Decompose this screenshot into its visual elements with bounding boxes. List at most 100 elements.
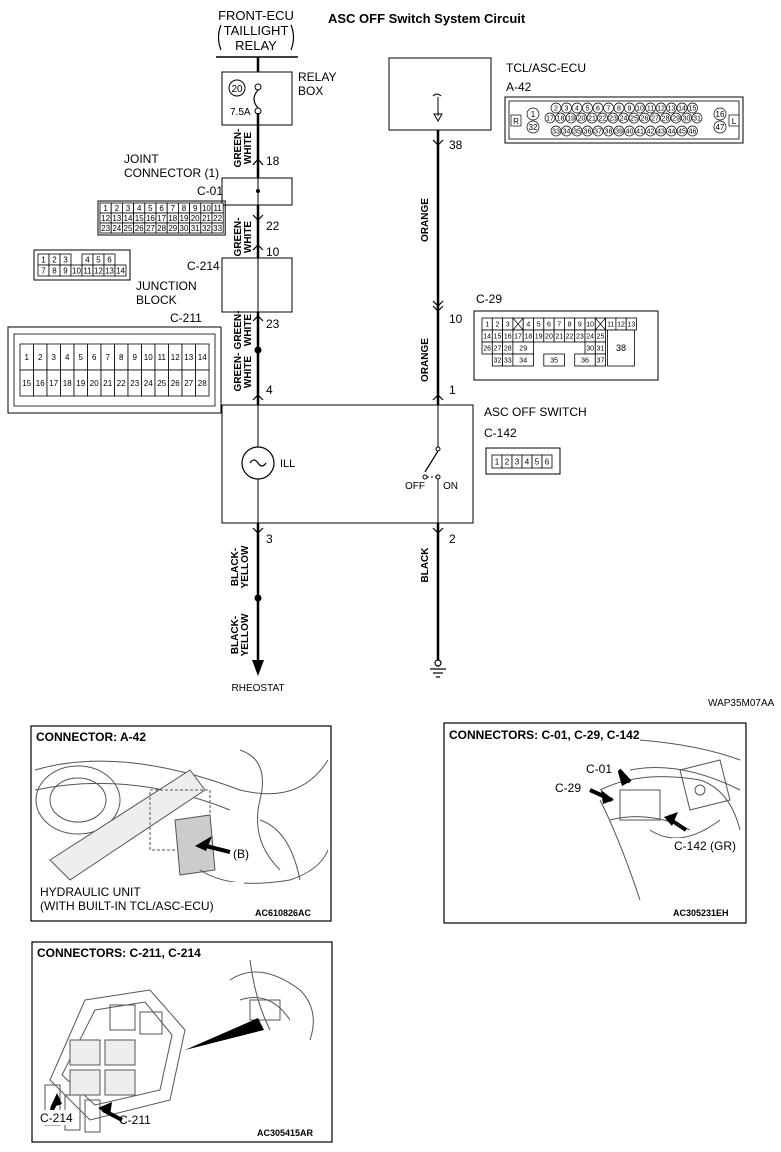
c01-pin-label: 15	[135, 214, 144, 223]
fuse-icon	[253, 89, 259, 109]
joint-connector-label-2: CONNECTOR (1)	[124, 166, 219, 180]
c211-photo-label: C-211	[119, 1113, 151, 1127]
c01-pin-label: 8	[182, 204, 187, 213]
wire-label-gw-2a: GREEN-	[233, 218, 244, 257]
c29-pin-label: 28	[504, 346, 512, 353]
c214-pin-label: 6	[107, 255, 112, 264]
wire-label-by-2b: YELLOW	[240, 613, 251, 656]
off-label: OFF	[405, 481, 425, 492]
c29-pin-label: 6	[547, 322, 551, 329]
c211-pin-label: 3	[52, 353, 57, 362]
c214-pin-label: 4	[85, 255, 90, 264]
connector-cell	[607, 329, 635, 367]
c01-pin-label: 3	[126, 204, 131, 213]
c29-pin-label: 18	[524, 334, 532, 341]
a42-label: A-42	[506, 80, 532, 94]
wire-label-gw-3b: WHITE	[243, 314, 254, 347]
a42-photo-sketch	[34, 749, 329, 884]
pin-10-left: 10	[266, 245, 280, 259]
c211-pin-label: 21	[103, 379, 112, 388]
c142-pin-label: 6	[545, 457, 550, 466]
c214-pin-label: 3	[63, 255, 68, 264]
c29-pin-label: 12	[617, 322, 625, 329]
c29-pin-label: 13	[627, 322, 635, 329]
c211-pin-label: 7	[106, 353, 111, 362]
c211-pin-label: 8	[119, 353, 124, 362]
c29-pin-label: 5	[537, 322, 541, 329]
a42-pin-label: 25	[630, 116, 638, 123]
wire-label-gw-1a: GREEN-	[233, 129, 244, 168]
ground-icon	[430, 659, 446, 678]
c214-pin-label: 2	[52, 255, 57, 264]
a42-pin-label: 13	[668, 106, 676, 113]
c214-pin-label: 13	[105, 266, 114, 275]
c211-pin-label: 16	[36, 379, 45, 388]
a42-pin-label: 38	[605, 129, 613, 136]
c211-photo-sketch	[44, 959, 314, 1133]
c211-pin-label: 4	[65, 353, 70, 362]
junction-block-label-1: JUNCTION	[136, 279, 197, 293]
c211-pin-label: 5	[79, 353, 84, 362]
c01-pin-label: 4	[137, 204, 142, 213]
wire-label-gw-2b: WHITE	[243, 221, 254, 254]
right-wire-labels: ORANGE ORANGE BLACK	[420, 198, 431, 583]
c211-pin-label: 14	[198, 353, 207, 362]
a42-pin-label: 22	[599, 116, 607, 123]
fuse-rating: 7.5A	[230, 107, 251, 118]
a42-pin-label: 28	[662, 116, 670, 123]
c29-pin-label: 10	[586, 322, 594, 329]
c211-pin-label: 17	[49, 379, 58, 388]
c01-pin-label: 11	[213, 204, 222, 213]
c29-pin-label: 35	[550, 358, 558, 365]
right-connector-marks	[432, 139, 444, 534]
c01-photo-title: CONNECTORS: C-01, C-29, C-142	[449, 728, 640, 742]
a42-pin-label: 23	[609, 116, 617, 123]
pin-2: 2	[449, 532, 456, 546]
c142-label: C-142	[484, 426, 517, 440]
c214-pin-label: 9	[63, 266, 68, 275]
c211-pin-label: 9	[133, 353, 138, 362]
connector-cell	[114, 264, 127, 277]
c01-pin-label: 21	[202, 214, 211, 223]
c211-pin-label: 12	[171, 353, 180, 362]
c01-pin-label: 13	[112, 214, 121, 223]
diagram-title: ASC OFF Switch System Circuit	[328, 11, 526, 26]
c29-pin-label: 30	[586, 346, 594, 353]
c29-pin-label: 4	[526, 322, 530, 329]
c142-pin-label: 2	[505, 457, 510, 466]
c01-pin-label: 12	[101, 214, 110, 223]
wire-label-black: BLACK	[420, 547, 431, 583]
pin-10-right: 10	[449, 312, 463, 326]
c01-pin-label: 6	[159, 204, 164, 213]
c214-photo-label: C-214	[40, 1111, 73, 1125]
a42-pin-label: 43	[657, 129, 665, 136]
a42-pin-label: 24	[620, 116, 628, 123]
c01-pin-label: 20	[191, 214, 200, 223]
c29-pin-label: 16	[504, 334, 512, 341]
c01-pin-label: 10	[202, 204, 211, 213]
c29-pin-label: 9	[578, 322, 582, 329]
c29-pin-label: 25	[597, 334, 605, 341]
a42-pin-label: 40	[626, 129, 634, 136]
c01-pin-label: 9	[193, 204, 198, 213]
c211-pin-label: 6	[92, 353, 97, 362]
c29-pin-label: 26	[483, 346, 491, 353]
c142-pin-label: 4	[525, 457, 530, 466]
c29-pin-label: 32	[494, 358, 502, 365]
c29-pin-label: 27	[494, 346, 502, 353]
a42-pin-label: 7	[607, 106, 611, 113]
c29-pin-label: 24	[586, 334, 594, 341]
a42-label-b: (B)	[233, 847, 249, 861]
c214-pin-label: 11	[83, 266, 92, 275]
pin-38: 38	[449, 138, 463, 152]
source-label: FRONT-ECU TAILLIGHT RELAY	[218, 8, 294, 53]
left-pin-numbers: 18 22 10 23 4 3	[266, 154, 280, 546]
c29-pin-label: 1	[485, 322, 489, 329]
c214-pin-label: 7	[41, 266, 46, 275]
c01-pin-label: 5	[148, 204, 153, 213]
c01-pin-label: 26	[135, 224, 144, 233]
